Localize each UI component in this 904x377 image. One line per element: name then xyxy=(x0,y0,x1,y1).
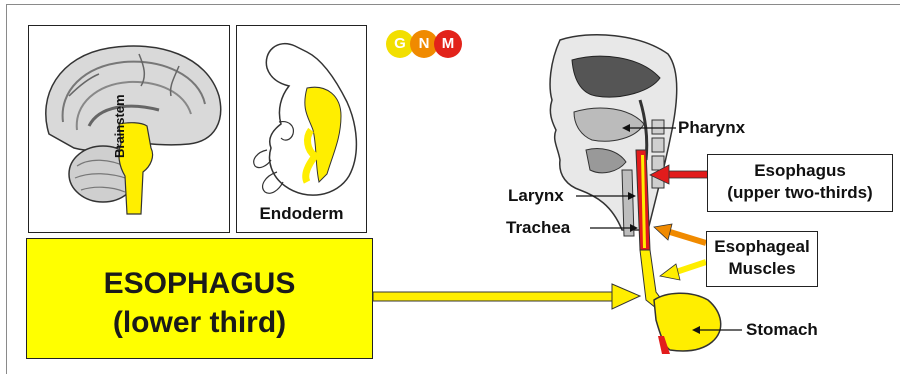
stomach-label: Stomach xyxy=(746,320,818,340)
trachea-label: Trachea xyxy=(506,218,570,238)
larynx-label: Larynx xyxy=(508,186,564,206)
esophageal-muscles-callout: Esophageal Muscles xyxy=(706,231,818,287)
esophageal-muscles-line2: Muscles xyxy=(707,258,817,280)
orange-arrow xyxy=(654,224,706,243)
esophagus-upper-callout: Esophagus (upper two-thirds) xyxy=(707,154,893,212)
yellow-small-arrow xyxy=(660,262,706,280)
yellow-arrow xyxy=(373,284,640,309)
pharynx-label: Pharynx xyxy=(678,118,745,138)
esophageal-muscles-line1: Esophageal xyxy=(707,236,817,258)
esophagus-upper-line2: (upper two-thirds) xyxy=(708,182,892,204)
esophagus-upper-line1: Esophagus xyxy=(708,160,892,182)
